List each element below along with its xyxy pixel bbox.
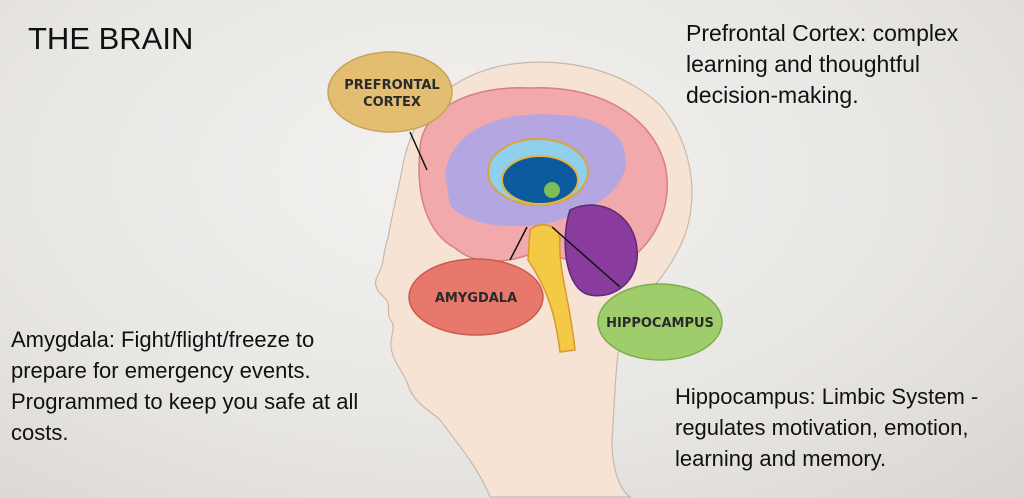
prefrontal-description: Prefrontal Cortex: complex learning and …: [686, 18, 958, 111]
cerebellum: [564, 204, 638, 297]
amygdala-line: costs.: [11, 420, 69, 445]
hippocampus-label-text: HIPPOCAMPUS: [606, 316, 714, 331]
prefrontal-label-line2: CORTEX: [363, 95, 421, 110]
amygdala-line: Programmed to keep you safe at all: [11, 389, 359, 414]
hippocampus-label: HIPPOCAMPUS: [597, 283, 723, 361]
prefrontal-line: Prefrontal Cortex: complex: [686, 20, 959, 46]
hippocampus-line: learning and memory.: [675, 446, 887, 471]
amygdala-label-text: AMYGDALA: [435, 291, 517, 306]
amygdala-line: prepare for emergency events.: [11, 358, 311, 383]
prefrontal-cortex-label: PREFRONTAL CORTEX: [327, 51, 453, 133]
hippocampus-description: Hippocampus: Limbic System - regulates m…: [675, 381, 978, 474]
amygdala-line: Amygdala: Fight/flight/freeze to: [11, 327, 315, 352]
slide-title: THE BRAIN: [28, 21, 194, 56]
hippocampus-line: regulates motivation, emotion,: [675, 415, 969, 440]
hippocampus-pointer: [551, 226, 621, 288]
amygdala-pointer: [509, 226, 528, 261]
hippocampus-line: Hippocampus: Limbic System -: [675, 384, 979, 409]
prefrontal-line: decision-making.: [686, 82, 859, 108]
ventricle: [501, 155, 579, 205]
thalamus: [544, 182, 560, 198]
prefrontal-label-line1: PREFRONTAL: [344, 78, 439, 93]
prefrontal-line: learning and thoughtful: [686, 51, 921, 77]
amygdala-description: Amygdala: Fight/flight/freeze to prepare…: [11, 324, 358, 448]
prefrontal-pointer: [409, 131, 428, 171]
amygdala-label: AMYGDALA: [408, 258, 544, 336]
